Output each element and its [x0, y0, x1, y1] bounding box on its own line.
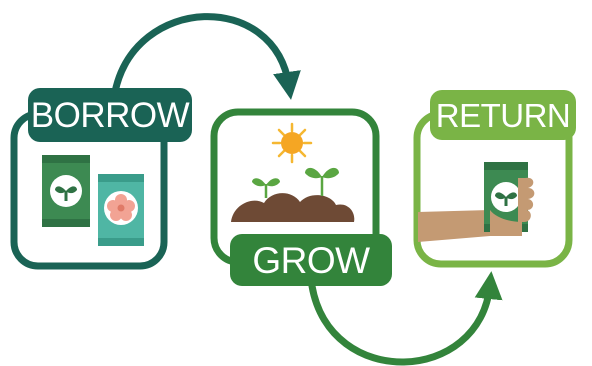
borrow-to-grow-arrow — [111, 13, 301, 100]
return-label: RETURN — [430, 90, 576, 140]
sprouting-soil-sun-icon — [231, 122, 355, 222]
arm — [418, 210, 490, 242]
borrow-label: BORROW — [28, 88, 192, 142]
hand-holding-seed-packet-icon — [418, 162, 535, 242]
sun-icon — [271, 122, 313, 164]
sprout-icon — [252, 178, 280, 198]
soil-mound — [231, 193, 355, 222]
sprout-icon — [305, 167, 339, 196]
seed-packets-icon — [42, 155, 144, 246]
grow-label: GROW — [230, 234, 392, 286]
grow-to-return-arrow — [308, 271, 503, 366]
